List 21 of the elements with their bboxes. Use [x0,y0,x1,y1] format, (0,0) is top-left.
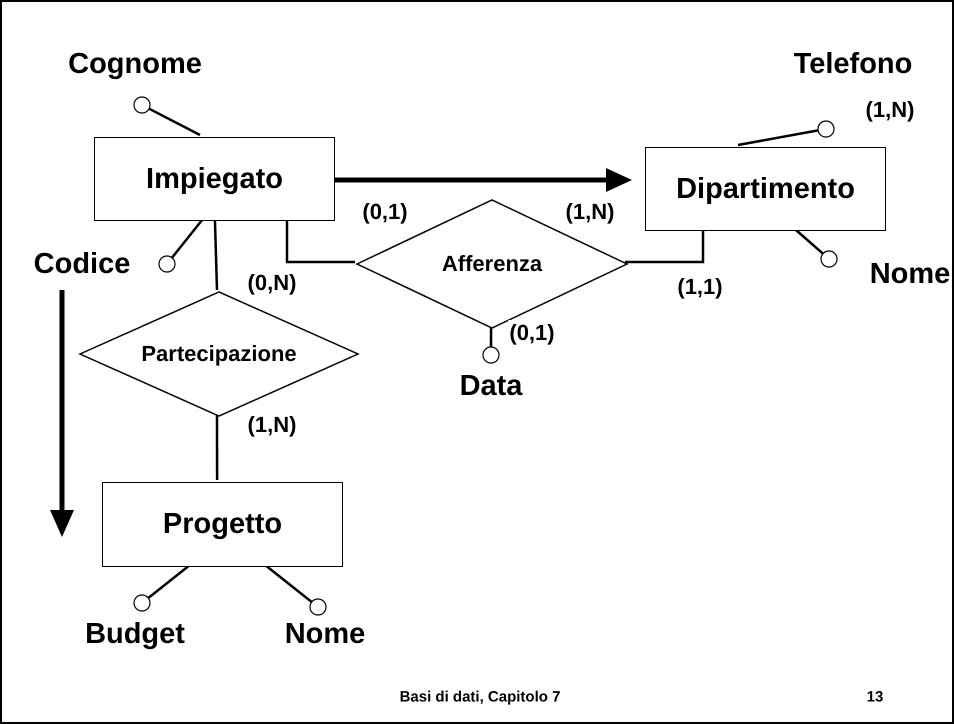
relationship-name: Afferenza [442,251,542,277]
connector-line [625,229,704,264]
attribute-name: Telefono [794,49,912,81]
footer-text: Basi di dati, Capitolo 7 [398,688,562,706]
entity-box: Dipartimento [645,147,886,231]
attribute-name: Codice [34,249,130,281]
cardinality-label: (0,1) [508,320,556,346]
attribute-name: Cognome [68,49,202,81]
attribute-name: Nome [870,259,950,291]
connector-line [738,129,818,146]
entity-box: Progetto [102,482,343,567]
attribute-name: Budget [85,619,185,651]
connector-line [148,108,201,136]
relationship-name: Partecipazione [141,341,297,367]
entity-box: Impiegato [94,137,335,221]
connector-line [216,414,218,480]
attribute-name: Data [460,371,522,403]
connector-line [286,219,355,264]
connector-line [490,326,492,347]
attribute-name: Nome [284,619,366,651]
connector-line [214,218,218,290]
